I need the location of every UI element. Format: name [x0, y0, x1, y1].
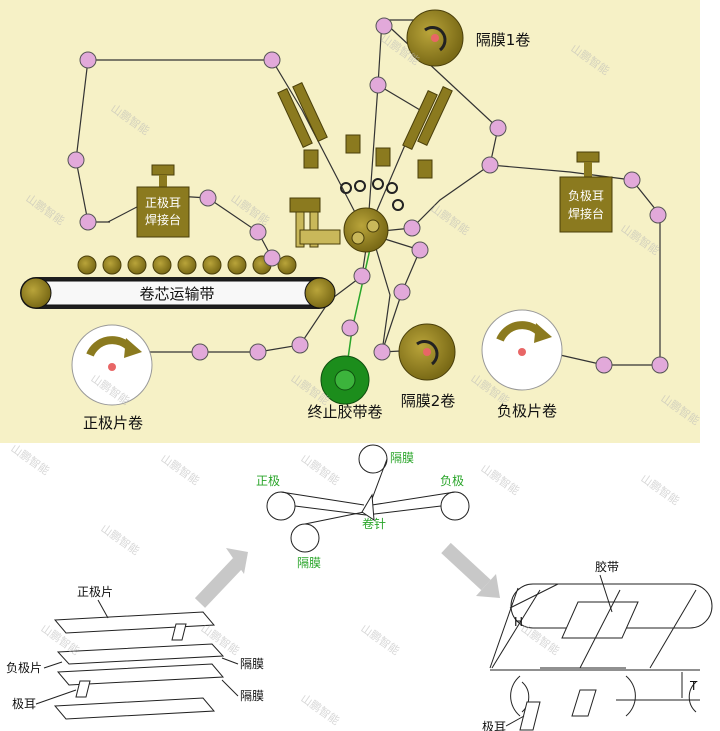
tape-roll-label: 终止胶带卷: [307, 403, 382, 421]
neg-sheet-leader: [43, 661, 63, 669]
conveyor-cores: [77, 255, 297, 275]
pos-sheet-leader: [97, 599, 109, 619]
svg-text:山鹏智能: 山鹏智能: [518, 621, 562, 658]
neg-weld-label-2: 焊接台: [568, 206, 604, 221]
cell-tape-leader: [599, 574, 613, 613]
pos-roll-label: 正极片卷: [83, 414, 143, 432]
cell-tab-leader: [505, 715, 525, 727]
layer-stack: [53, 611, 225, 720]
sep1-label: 隔膜1卷: [476, 31, 531, 49]
svg-text:山鹏智能: 山鹏智能: [478, 461, 522, 498]
cell-tape-label: 胶带: [595, 559, 619, 574]
separator-roll-1: 隔膜1卷: [406, 9, 531, 67]
separator-label: 隔膜: [240, 657, 264, 671]
guide-bars: [277, 82, 453, 179]
tab-label: 极耳: [12, 697, 36, 711]
schematic-neg-label: 负极: [440, 474, 464, 488]
svg-text:山鹏智能: 山鹏智能: [298, 451, 342, 488]
pos-weld-label-2: 焊接台: [145, 212, 181, 227]
conveyor-belt: 卷芯运输带: [20, 277, 336, 309]
cell-tab-label: 极耳: [482, 720, 506, 731]
neg-sheet-label: 负极片: [6, 661, 42, 675]
arrow-up-right: [194, 548, 248, 608]
cell-t-label: T: [689, 679, 698, 693]
cell-tabs: [519, 689, 597, 731]
sep2-label: 隔膜2卷: [401, 392, 456, 410]
separator-leader: [221, 657, 239, 665]
layers-separator-2-label: 隔膜: [240, 689, 264, 703]
winding-head: [289, 178, 404, 253]
tape-roll: 终止胶带卷: [307, 355, 383, 421]
positive-electrode-roll: 正极片卷: [71, 324, 153, 432]
neg-roll-label: 负极片卷: [497, 402, 557, 420]
pos-weld-label-1: 正极耳: [145, 196, 181, 210]
tab-leader: [35, 689, 77, 705]
schematic-pin-label: 卷针: [362, 516, 386, 531]
winding-schematic: [266, 444, 470, 553]
neg-weld-label-1: 负极耳: [568, 189, 604, 203]
svg-text:山鹏智能: 山鹏智能: [98, 521, 142, 558]
conveyor-label: 卷芯运输带: [139, 285, 214, 303]
layers-separator-2-leader: [221, 679, 239, 697]
svg-text:山鹏智能: 山鹏智能: [158, 451, 202, 488]
neg-weld-station: 负极耳 焊接台: [559, 151, 613, 233]
wound-cell: [489, 583, 713, 717]
svg-text:山鹏智能: 山鹏智能: [638, 471, 682, 508]
schematic-sep-top-label: 隔膜: [390, 451, 414, 465]
svg-text:山鹏智能: 山鹏智能: [8, 441, 52, 478]
schematic-sep-bottom-label: 隔膜: [297, 556, 321, 570]
svg-text:山鹏智能: 山鹏智能: [298, 691, 342, 728]
svg-text:山鹏智能: 山鹏智能: [358, 621, 402, 658]
rollers: [67, 17, 669, 374]
arrow-down-right: [441, 542, 500, 598]
schematic-pos-label: 正极: [256, 474, 280, 488]
separator-roll-2: 隔膜2卷: [398, 323, 456, 410]
cell-h-label: H: [514, 615, 523, 629]
negative-electrode-roll: 负极片卷: [481, 309, 563, 420]
pos-weld-station: 正极耳 焊接台: [136, 164, 190, 238]
pos-sheet-label: 正极片: [77, 585, 113, 599]
